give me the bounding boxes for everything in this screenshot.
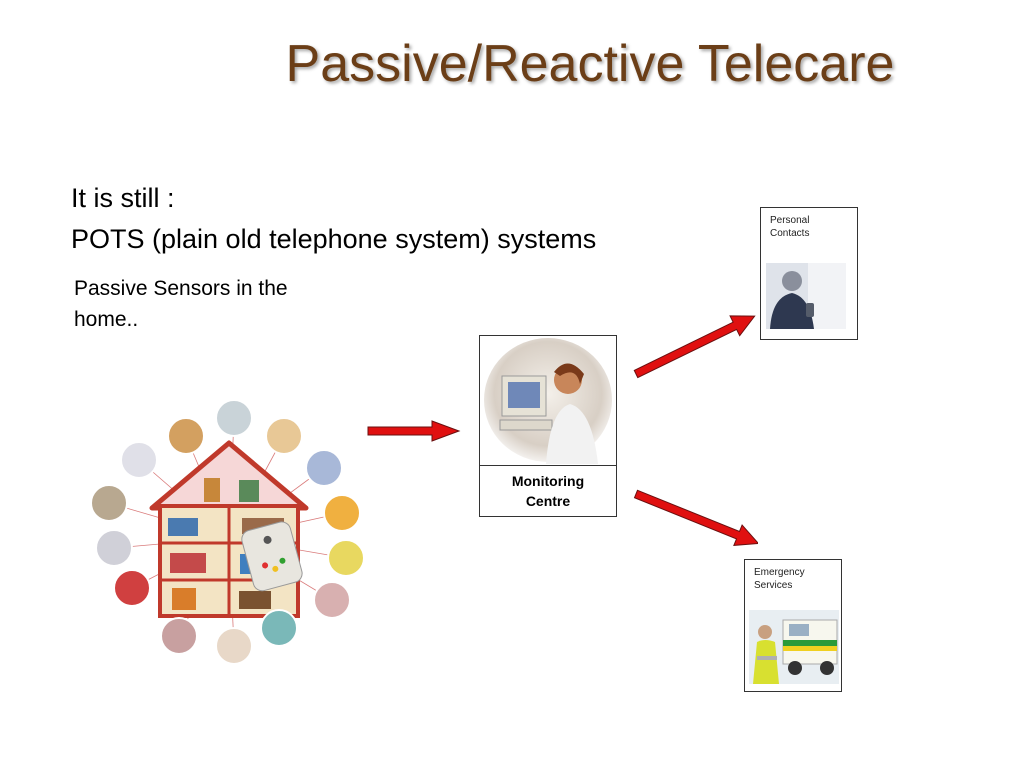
- monitoring-label-line-1: Monitoring: [511, 473, 585, 489]
- emergency-services-box: Emergency Services: [744, 559, 842, 692]
- monitoring-operator-image: [484, 338, 612, 464]
- arrow-to-personal-contacts: [633, 315, 756, 379]
- monitoring-label-line-2: Centre: [525, 493, 571, 509]
- arrow-house-to-monitoring: [367, 420, 461, 442]
- emergency-label-line-1: Emergency: [754, 567, 805, 578]
- monitoring-centre-box: [479, 335, 617, 465]
- ambulance-image: [749, 610, 839, 684]
- emergency-label-line-2: Services: [754, 580, 793, 591]
- house-sensors-illustration: [90, 399, 365, 665]
- personal-contacts-box: Personal Contacts: [760, 207, 858, 340]
- intro-line-2: POTS (plain old telephone system) system…: [71, 224, 597, 254]
- monitoring-centre-label: Monitoring Centre: [479, 465, 617, 517]
- arrow-to-emergency-services: [633, 489, 758, 546]
- personal-contacts-label: Personal Contacts: [770, 214, 850, 240]
- personal-label-line-1: Personal: [770, 215, 810, 226]
- personal-label-line-2: Contacts: [770, 228, 810, 239]
- person-on-phone-image: [766, 263, 846, 329]
- intro-line-1: It is still :: [71, 183, 175, 213]
- emergency-services-label: Emergency Services: [754, 566, 834, 592]
- sensors-caption: Passive Sensors in the home..: [74, 277, 288, 331]
- slide-title: Passive/Reactive Telecare: [285, 35, 895, 93]
